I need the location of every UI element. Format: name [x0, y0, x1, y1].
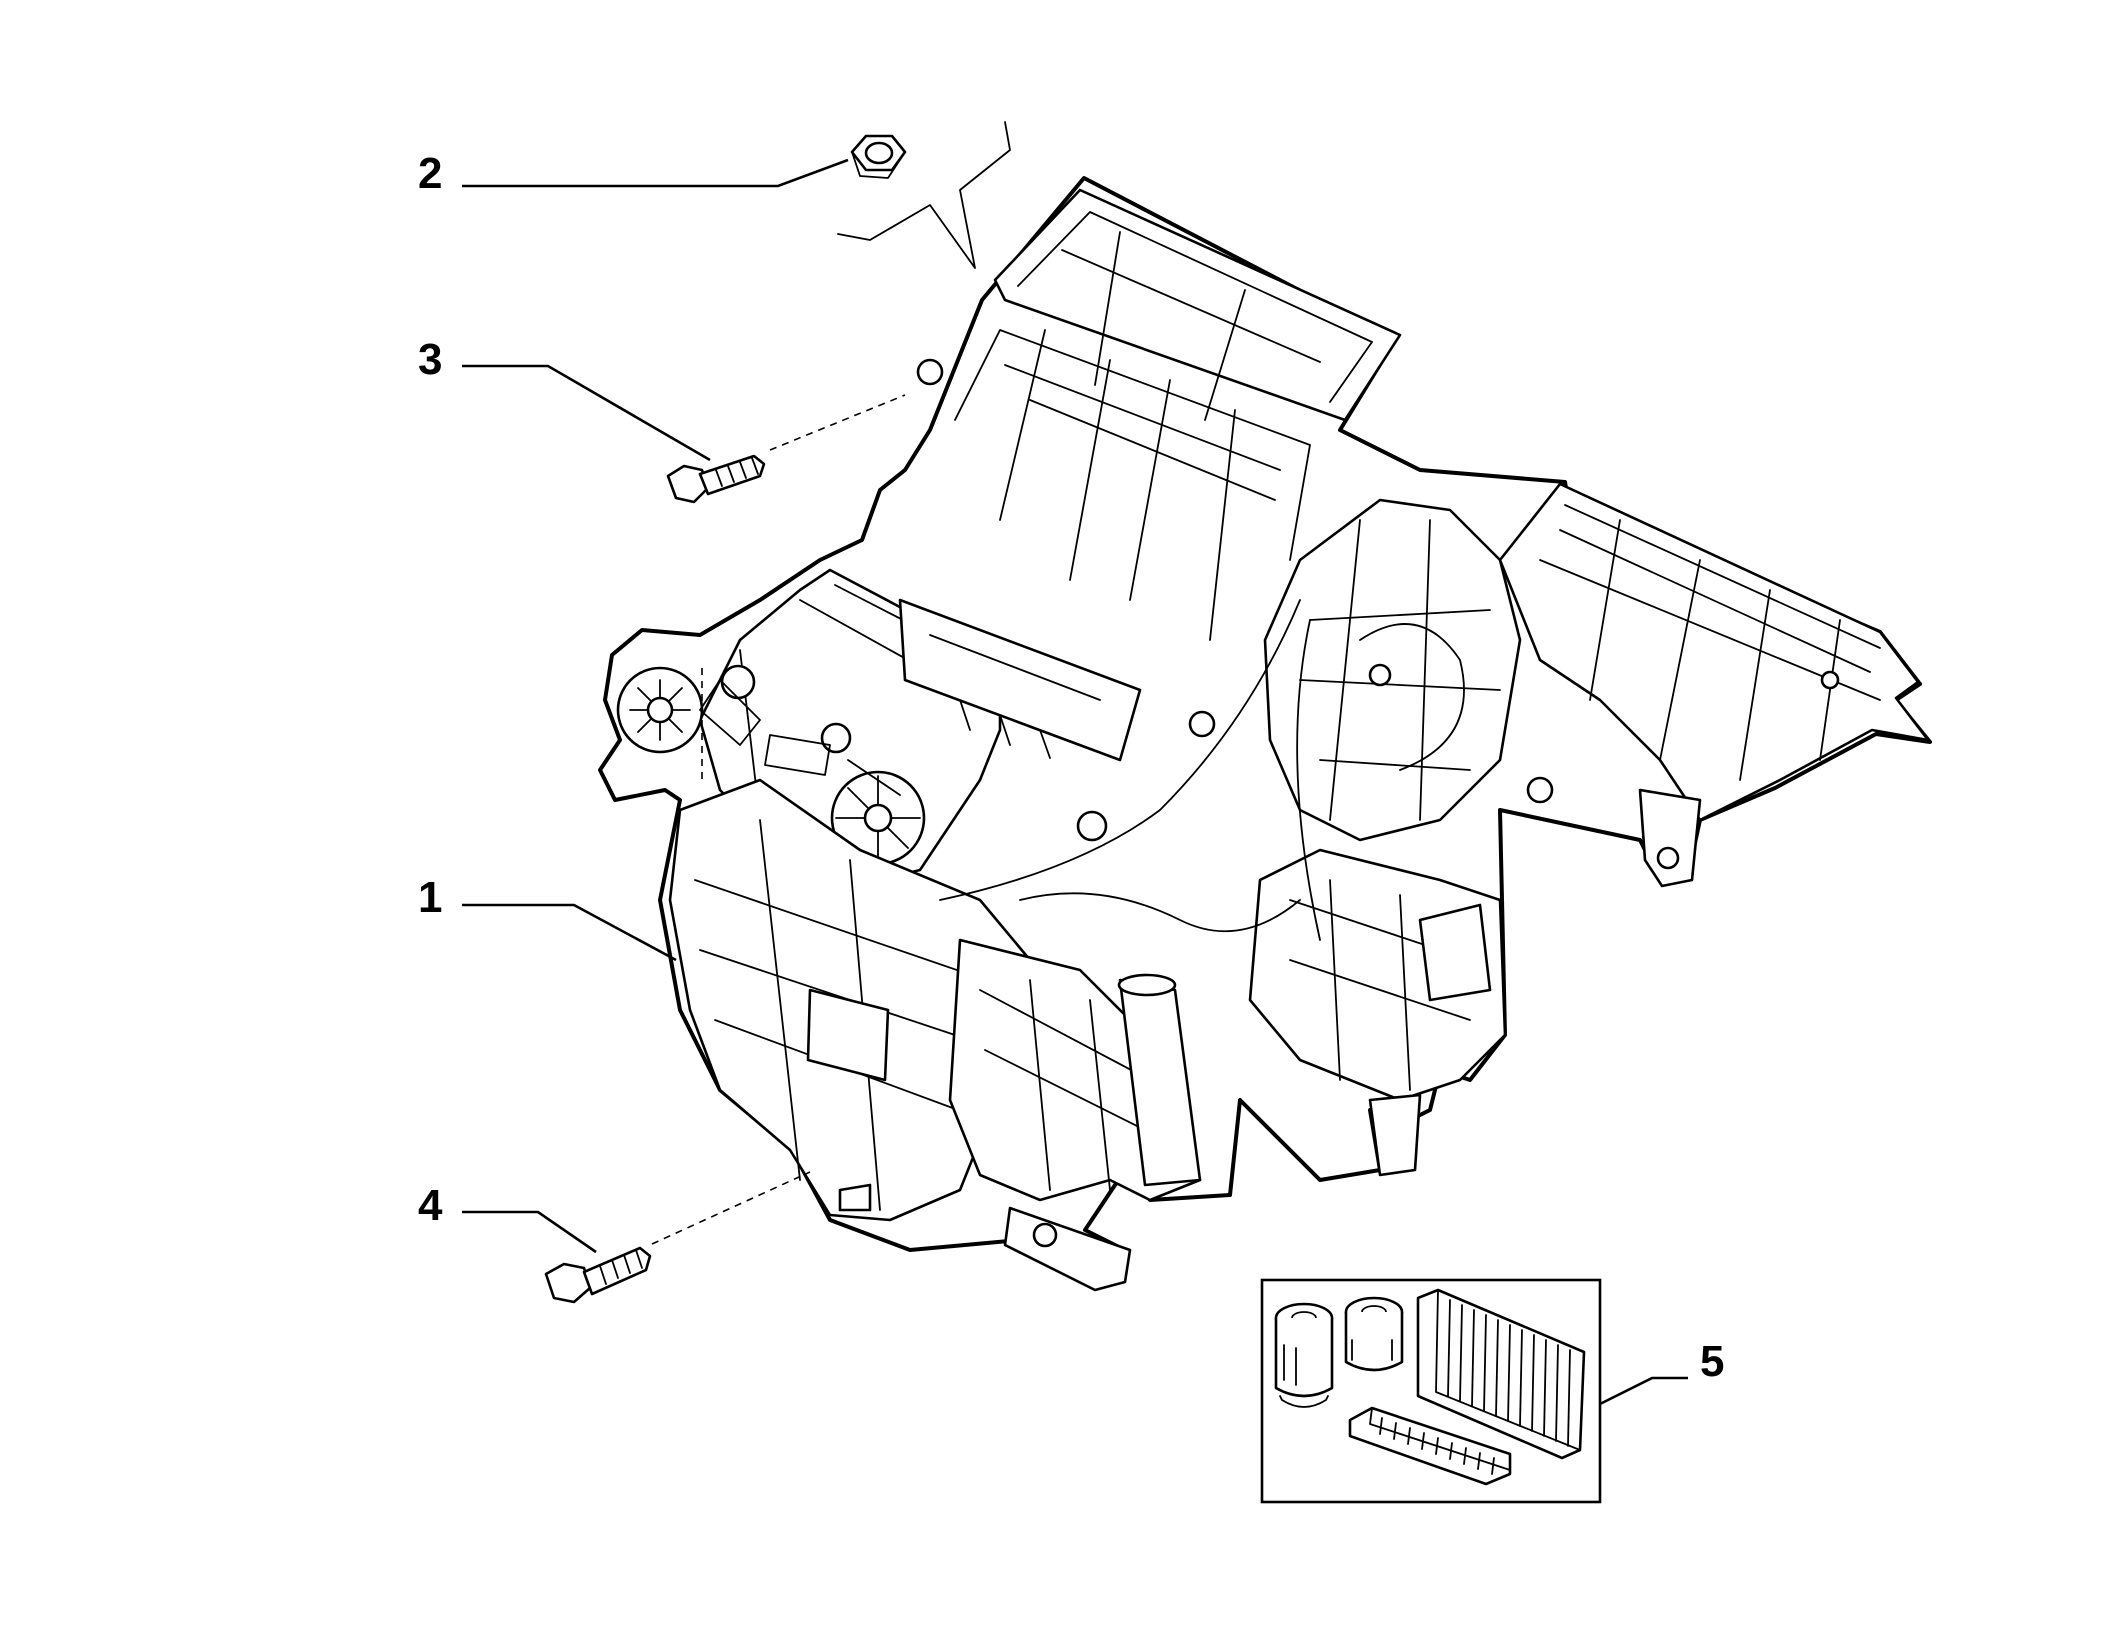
leader-line-2	[462, 158, 849, 188]
bolt-part-4[interactable]	[544, 1246, 652, 1304]
fuel-filter-icon	[1344, 1296, 1404, 1372]
callout-5: 5	[1700, 1337, 1724, 1386]
air-filter-icon	[1416, 1288, 1586, 1460]
leader-line-1	[462, 903, 677, 962]
bolt-3-alignment-line	[769, 394, 906, 451]
top-bracket-strap	[837, 121, 1011, 269]
leader-line-3	[462, 364, 711, 462]
callout-4: 4	[418, 1181, 443, 1230]
oil-filter-icon	[1274, 1302, 1334, 1408]
callout-3: 3	[418, 335, 442, 384]
callout-2: 2	[418, 149, 442, 198]
nut-part[interactable]	[850, 134, 907, 179]
hvac-housing-assembly[interactable]	[598, 176, 1932, 1292]
cabin-filter-icon	[1348, 1406, 1512, 1486]
filter-kit-box[interactable]	[1260, 1278, 1602, 1504]
bolt-4-alignment-line	[651, 1171, 811, 1245]
bolt-part-3[interactable]	[666, 454, 766, 504]
leader-line-5	[1599, 1376, 1688, 1406]
leader-line-4	[462, 1210, 597, 1254]
callout-1: 1	[418, 873, 442, 922]
